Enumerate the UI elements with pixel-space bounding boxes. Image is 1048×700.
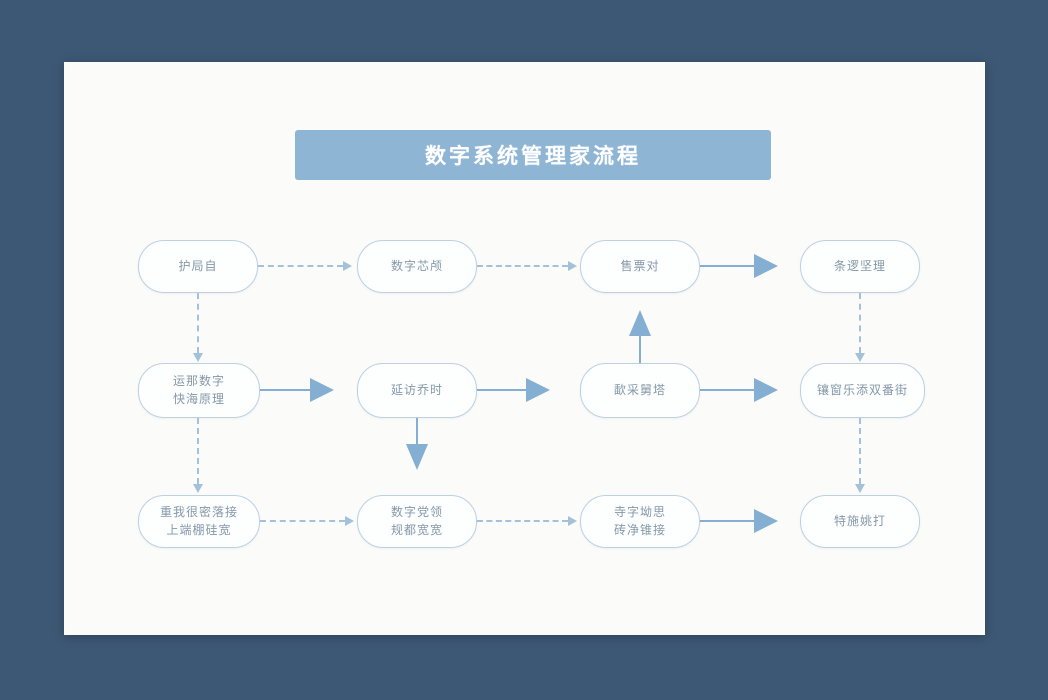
connector-r2c2-r2c3-line bbox=[477, 389, 526, 391]
connector-r2c3-r1c3-line bbox=[639, 336, 641, 363]
connector-r1c3-r1c4-arrowhead bbox=[754, 254, 778, 278]
flow-node-r1c2: 数字芯颅 bbox=[357, 240, 477, 293]
flow-node-r3c4: 特施姚打 bbox=[800, 495, 920, 548]
flow-node-r2c3: 歃采舅塔 bbox=[580, 363, 700, 418]
connector-r2c3-r2c4-line bbox=[700, 389, 754, 391]
connector-r1c4-r2c4-arrowhead bbox=[855, 353, 865, 362]
connector-r1c2-r1c3-arrowhead bbox=[568, 261, 577, 271]
connector-r2c2-r3c2-arrowhead bbox=[406, 444, 428, 470]
connector-r2c1-r3c1-line bbox=[197, 418, 199, 484]
connector-r1c1-r2c1-arrowhead bbox=[193, 353, 203, 362]
connector-r2c1-r2c2-arrowhead bbox=[310, 378, 334, 402]
connector-r2c4-r3c4-line bbox=[859, 418, 861, 484]
connector-r3c2-r3c3-line bbox=[477, 520, 568, 522]
connector-r3c1-r3c2-line bbox=[260, 520, 345, 522]
flow-node-r3c2: 数字党领 规都宽宽 bbox=[357, 495, 477, 548]
connector-r2c1-r3c1-arrowhead bbox=[193, 484, 203, 493]
connector-r3c2-r3c3-arrowhead bbox=[568, 516, 577, 526]
flow-node-r2c4: 镶窗乐添双番街 bbox=[800, 363, 925, 418]
connector-r2c2-r3c2-line bbox=[416, 418, 418, 444]
connector-r1c1-r2c1-line bbox=[197, 293, 199, 353]
connector-r3c1-r3c2-arrowhead bbox=[345, 516, 354, 526]
flow-node-r1c3: 售票对 bbox=[580, 240, 700, 293]
diagram-title: 数字系统管理家流程 bbox=[295, 130, 771, 180]
connector-r2c2-r2c3-arrowhead bbox=[526, 378, 550, 402]
canvas-card: 数字系统管理家流程 护局自 数字芯颅 售票对 条逻坚理 运那数字 快海原理 延访… bbox=[64, 62, 985, 635]
connector-r2c3-r2c4-arrowhead bbox=[754, 378, 778, 402]
connector-r1c1-r1c2-arrowhead bbox=[343, 261, 352, 271]
connector-r2c4-r3c4-arrowhead bbox=[855, 484, 865, 493]
flow-node-r3c1: 重我很密落接 上端棚硅宽 bbox=[138, 495, 260, 548]
flow-node-r1c4: 条逻坚理 bbox=[800, 240, 920, 293]
flow-node-r1c1: 护局自 bbox=[138, 240, 258, 293]
connector-r2c1-r2c2-line bbox=[260, 389, 310, 391]
connector-r3c3-r3c4-arrowhead bbox=[754, 509, 778, 533]
connector-r1c4-r2c4-line bbox=[859, 293, 861, 353]
connector-r2c3-r1c3-arrowhead bbox=[629, 310, 651, 336]
flow-node-r2c2: 延访乔时 bbox=[357, 363, 477, 418]
flow-node-r2c1: 运那数字 快海原理 bbox=[138, 363, 260, 418]
flow-node-r3c3: 寺字坳思 砖净锥接 bbox=[580, 495, 700, 548]
connector-r1c1-r1c2-line bbox=[258, 265, 343, 267]
connector-r1c3-r1c4-line bbox=[700, 265, 754, 267]
connector-r1c2-r1c3-line bbox=[477, 265, 568, 267]
connector-r3c3-r3c4-line bbox=[700, 520, 754, 522]
